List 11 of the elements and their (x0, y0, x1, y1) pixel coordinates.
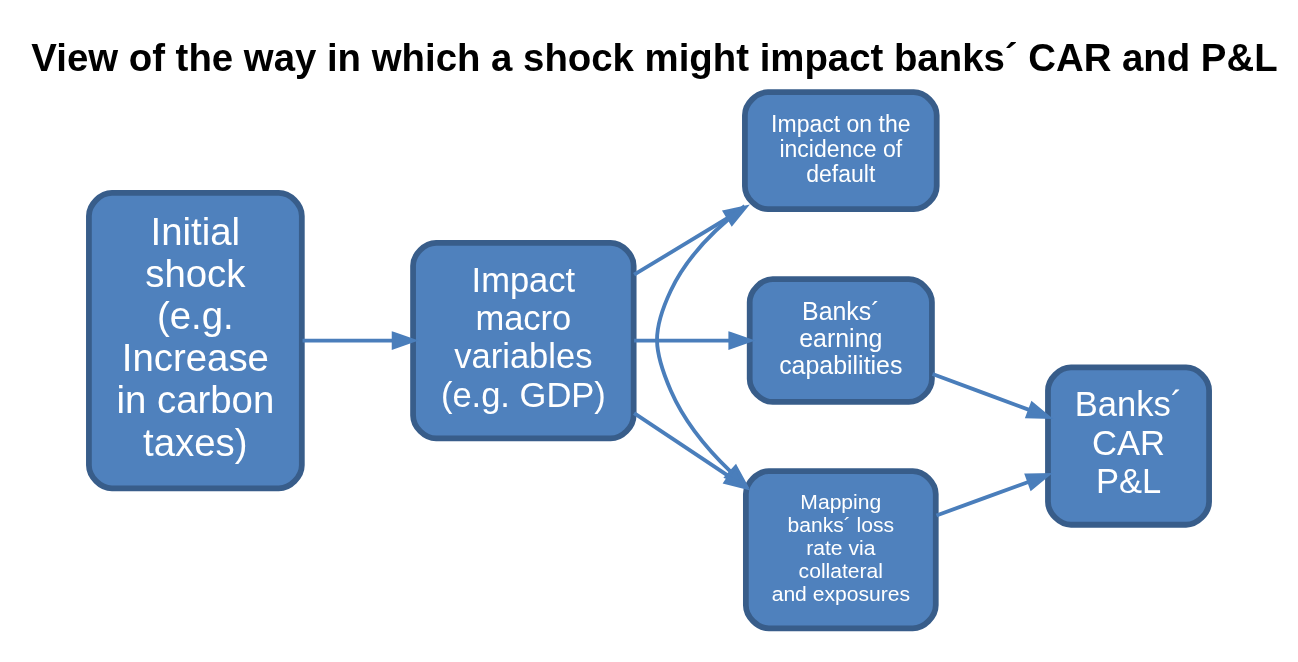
node-box: Initial shock (e.g. Increase in carbon taxes) (86, 189, 305, 491)
diagram-title: View of the way in which a shock might impact banks´ CAR and P&L (31, 35, 1278, 79)
node-box: Banks´ CAR P&L (1045, 364, 1212, 528)
arrow (935, 472, 1053, 517)
node-box: Banks´ earning capabilities (746, 275, 935, 405)
arrow (931, 371, 1054, 419)
arrow (634, 330, 756, 350)
node-box: Mapping banks´ loss rate via collateral and exposures (743, 467, 939, 631)
node-box: Impact on the incidence of default (742, 88, 940, 212)
arrow (302, 330, 419, 350)
node-box: Impact macro variables (e.g. GDP) (410, 239, 637, 441)
